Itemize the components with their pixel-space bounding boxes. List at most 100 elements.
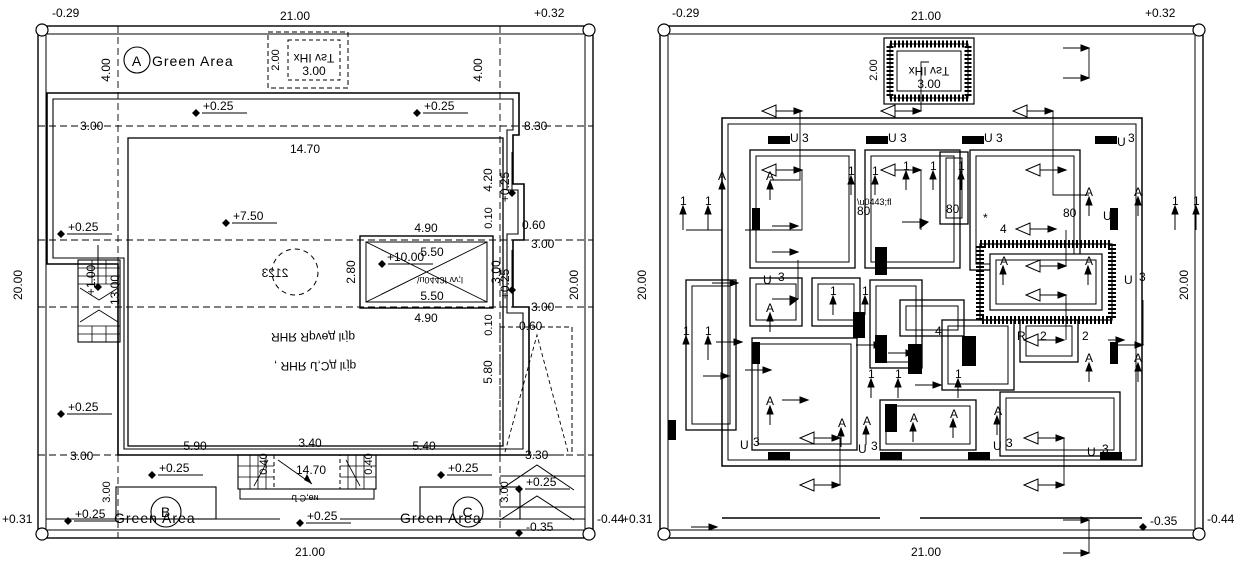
r-tag-a: A — [1134, 185, 1142, 199]
r-corner-node-br — [1192, 527, 1206, 541]
dim-bottom-run-c: 5.40 — [412, 439, 436, 453]
r-tag: U — [858, 442, 867, 456]
level-marker-label: +0.25 — [498, 171, 512, 202]
r-tag: 2 — [1040, 329, 1047, 343]
room-bubble-a-letter: A — [132, 53, 142, 69]
r-tag-1: 1 — [705, 324, 712, 338]
center-box-top-inner-dim: 5.50 — [420, 245, 444, 259]
room-bubble-b — [150, 496, 182, 528]
r-tag: 3 — [871, 439, 878, 453]
center-box-top-dim: 4.90 — [414, 221, 438, 235]
r-tag-1: 1 — [958, 159, 965, 173]
level-marker-label: +1.00 — [84, 264, 98, 295]
level-marker-label: +0.25 — [159, 461, 190, 475]
center-box-left-dim: 2.80 — [344, 260, 358, 284]
circle-label-2123: 2123 — [261, 266, 288, 280]
corner-elev-br: -0.44 — [597, 512, 625, 526]
mirrored-note-1: ЯHR Яpvөд lгјр — [271, 330, 355, 344]
level-marker: +0.25 — [57, 220, 112, 238]
r-tag-1: 1 — [830, 284, 837, 298]
top-detail-box-outer — [267, 31, 349, 89]
r-hatched-chamber — [976, 240, 1116, 324]
r-tag-1: 1 — [705, 194, 712, 208]
level-marker-label: +0.25 — [498, 268, 512, 299]
r-corner-elev-tl: -0.29 — [672, 6, 700, 20]
level-marker: +0.25 — [192, 99, 247, 117]
room-bubble-b-letter: B — [161, 504, 171, 520]
r-tag-a: A — [766, 394, 774, 408]
room-bubble-a — [123, 46, 151, 74]
level-marker: +0.25 — [437, 461, 492, 479]
center-box-bottom-dim: 4.90 — [414, 311, 438, 325]
r-boundary-inner — [667, 33, 1196, 531]
r-column-blocks — [668, 136, 1122, 460]
r-top-box-height-dim: 2.00 — [868, 59, 880, 80]
r-tag: 3 — [1102, 442, 1109, 456]
r-tag-1: 1 — [1193, 194, 1200, 208]
r-tag-1: 1 — [1172, 194, 1179, 208]
r-tag-a: A — [1085, 254, 1093, 268]
center-x-box — [359, 235, 494, 309]
dim-bottom-run-a: 5.90 — [183, 439, 207, 453]
dim-right-4-20: 4.20 — [481, 168, 495, 192]
level-marker-label: +0.25 — [68, 220, 99, 234]
r-tag-1: 1 — [930, 159, 937, 173]
dim-right-3-00-c: 3.00 — [499, 481, 511, 502]
site-boundary-outer — [37, 25, 594, 539]
corner-elev-tl: -0.29 — [52, 6, 80, 20]
room-bubble-c-letter: C — [462, 504, 473, 520]
r-tag-1: 1 — [903, 159, 910, 173]
r-overall-dim-right: 20.00 — [1177, 270, 1191, 300]
r-top-hatched-box — [883, 37, 975, 105]
corner-node-tl — [35, 23, 49, 37]
inner-width-dim: 14.70 — [290, 142, 320, 156]
dim-bottom-run-b: 3.40 — [298, 436, 322, 450]
level-marker-label: -0.35 — [526, 520, 554, 534]
dim-right-0-60: 0.60 — [522, 218, 546, 232]
top-box-height-dim: 2.00 — [270, 49, 282, 70]
building-outline-inner — [52, 98, 524, 450]
dim-inner-bottom-width: 14.70 — [296, 463, 326, 477]
level-marker: -0.35 — [515, 520, 554, 537]
dim-right-0-60-b: 0.60 — [519, 319, 543, 333]
level-marker-label: +7.50 — [233, 209, 264, 223]
overall-dim-top: 21.00 — [280, 9, 310, 23]
r-boundary-outer — [659, 25, 1204, 539]
corner-node-tr — [582, 23, 596, 37]
corner-elev-bl: +0.31 — [2, 512, 33, 526]
bottom-stair-block — [237, 454, 377, 500]
r-tag: 80 — [857, 204, 871, 218]
r-tag-1: 1 — [848, 164, 855, 178]
stair-note: մ Ɔ,өи — [291, 493, 318, 503]
r-tag: U — [1117, 135, 1126, 149]
dashed-circle — [271, 248, 319, 296]
room-label-b: Green Area — [114, 510, 196, 526]
level-marker: +0.25 — [148, 461, 203, 479]
dim-stair-right: 0.40 — [363, 453, 375, 474]
dim-right-5-80: 5.80 — [481, 360, 495, 384]
top-box-value: 3.00 — [302, 64, 326, 78]
r-tag-a: A — [910, 411, 918, 425]
r-section-tags: U 3 U 3 U 3 U 3 U 3 U 3 U 3 U 3 U 3 U 3 … — [680, 131, 1200, 459]
r-tag-1: 1 — [862, 284, 869, 298]
r-corner-elev-tr: +0.32 — [1145, 6, 1176, 20]
top-detail-box-inner — [287, 39, 341, 81]
dim-left-upper: 3.00 — [80, 119, 104, 133]
right-bottom-detail — [499, 326, 585, 521]
r-tag-a: A — [1134, 351, 1142, 365]
r-bottom-elev-label: -0.35 — [1150, 514, 1178, 528]
r-tag-a: A — [1085, 351, 1093, 365]
dim-left-lower: 3.00 — [70, 449, 94, 463]
r-tag-a: A — [950, 407, 958, 421]
r-tag-a: A — [863, 414, 871, 428]
dim-top-right-offset: 4.00 — [471, 58, 485, 82]
r-tag: 3 — [1128, 131, 1135, 145]
main-room-rect — [127, 137, 504, 447]
r-tag-1: 1 — [872, 164, 879, 178]
dim-right-upper: 8.30 — [524, 119, 548, 133]
overall-dim-right: 20.00 — [567, 270, 581, 300]
r-section-cut-markers — [760, 104, 1068, 492]
r-tag: R — [1017, 329, 1026, 343]
mirrored-note-2: , ЯHR մ,Ɔд lгјр — [274, 359, 357, 373]
